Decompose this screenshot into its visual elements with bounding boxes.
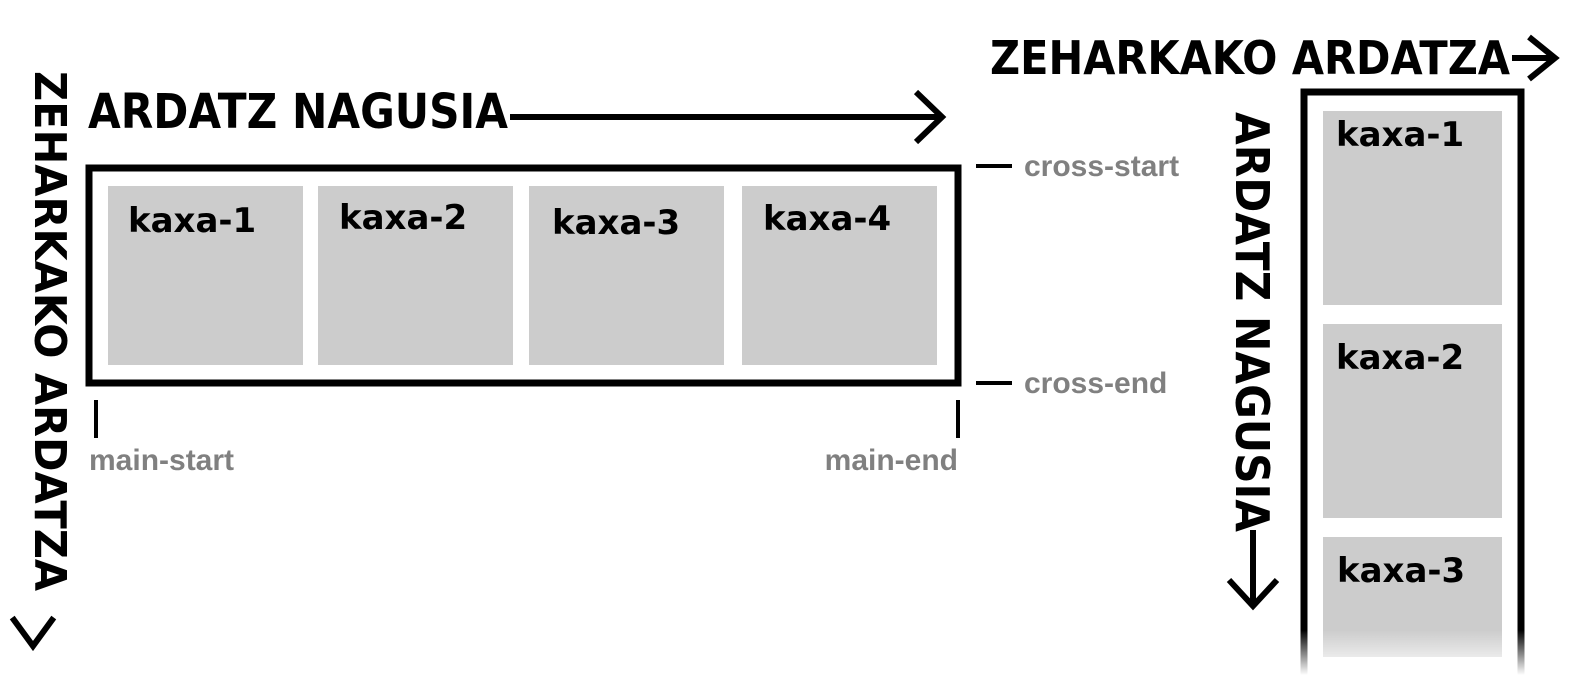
main-end-label: main-end: [825, 444, 958, 477]
left-cross-axis-label: ZEHARKAKO ARDATZA: [24, 71, 75, 591]
row-diagram: ARDATZ NAGUSIA kaxa-1 kaxa-2 kaxa-3 kaxa…: [85, 84, 1179, 477]
row-box-4: kaxa-4: [742, 186, 937, 365]
row-box-2: kaxa-2: [318, 186, 513, 365]
row-box-4-fill: [742, 186, 937, 365]
row-box-1: kaxa-1: [108, 186, 303, 365]
column-box-3-label: kaxa-3: [1337, 551, 1465, 591]
row-box-3-label: kaxa-3: [552, 203, 680, 243]
column-bottom-fade: [1295, 630, 1530, 675]
column-main-axis-arrow-icon: [1226, 577, 1280, 611]
cross-start-label: cross-start: [1024, 150, 1179, 183]
row-main-axis-arrow-icon: [913, 89, 947, 145]
row-box-1-fill: [108, 186, 303, 365]
row-box-2-fill: [318, 186, 513, 365]
column-box-1-label: kaxa-1: [1336, 115, 1464, 155]
main-start-label: main-start: [89, 444, 234, 477]
column-box-2-label: kaxa-2: [1336, 338, 1464, 378]
column-main-axis-label: ARDATZ NAGUSIA: [1225, 112, 1279, 532]
row-box-3: kaxa-3: [529, 186, 724, 365]
row-flex-container: [85, 164, 962, 387]
row-box-1-label: kaxa-1: [128, 201, 256, 241]
row-main-axis-label: ARDATZ NAGUSIA: [88, 84, 508, 140]
left-cross-axis-arrow-icon: [9, 615, 57, 652]
column-diagram: ZEHARKAKO ARDATZA ARDATZ NAGUSIA kaxa-1 …: [990, 31, 1560, 675]
row-box-2-label: kaxa-2: [339, 198, 467, 238]
column-flex-container: [1300, 88, 1525, 675]
row-box-4-label: kaxa-4: [763, 199, 891, 239]
cross-end-label: cross-end: [1024, 367, 1167, 400]
column-box-2-fill: [1323, 324, 1502, 518]
column-cross-axis-arrow-icon: [1527, 34, 1560, 82]
row-box-3-fill: [529, 186, 724, 365]
column-box-1: kaxa-1: [1323, 111, 1502, 305]
left-cross-axis: ZEHARKAKO ARDATZA: [9, 71, 75, 652]
column-cross-axis-label: ZEHARKAKO ARDATZA: [990, 31, 1510, 85]
column-box-2: kaxa-2: [1323, 324, 1502, 518]
column-box-1-fill: [1323, 111, 1502, 305]
